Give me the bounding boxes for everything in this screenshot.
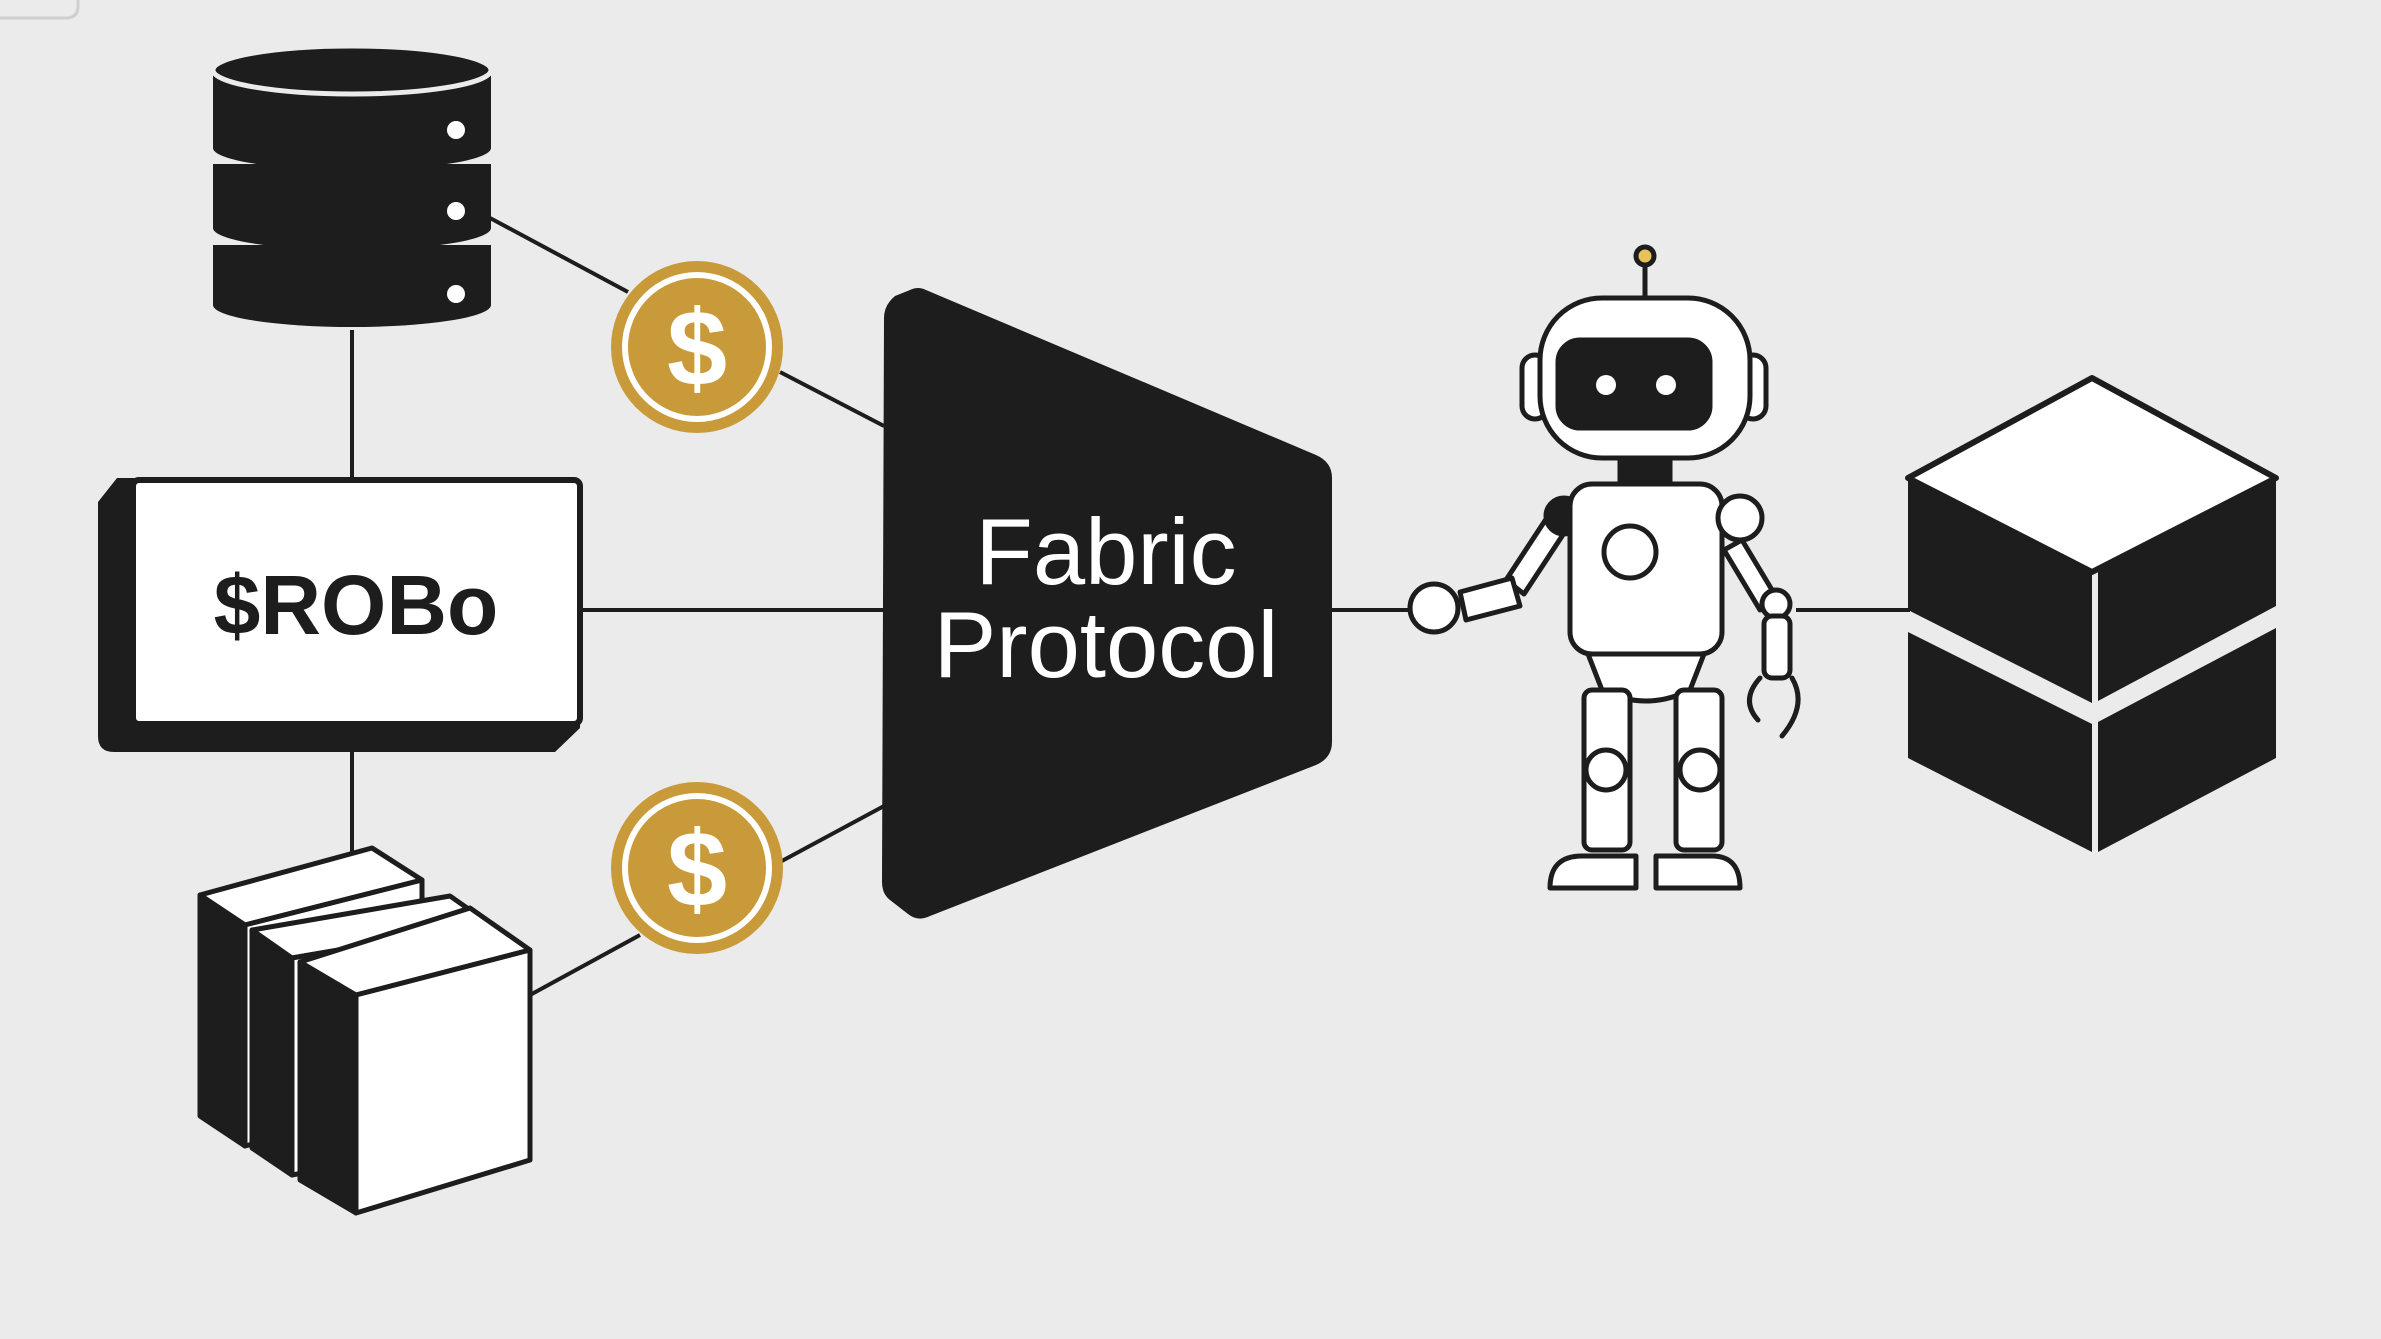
coin-inner-ring xyxy=(622,793,772,943)
cube-icon xyxy=(1905,375,2279,852)
document-stack-icon xyxy=(197,845,533,1216)
protocol-trapezoid xyxy=(882,288,1332,919)
connectors xyxy=(350,216,1910,997)
token-box: $ROBo xyxy=(98,477,583,752)
corner-fragment xyxy=(0,0,80,20)
connector-coin-bottom-protocol xyxy=(779,804,885,864)
dollar-coin-icon xyxy=(611,261,783,433)
coin-top-symbol: $ xyxy=(667,287,727,408)
protocol-title-line2: Protocol xyxy=(934,592,1279,697)
database-top-cap xyxy=(210,43,494,97)
robot-eye xyxy=(1596,375,1616,395)
connector-coin-top-protocol xyxy=(779,370,885,428)
coin-bottom-symbol: $ xyxy=(667,808,727,929)
database-led xyxy=(447,121,465,139)
database-icon xyxy=(210,43,494,327)
robot-neck xyxy=(1617,455,1673,487)
coin-bottom: $ xyxy=(611,782,783,954)
database-led xyxy=(447,202,465,220)
database-led xyxy=(447,285,465,303)
token-box-face xyxy=(130,477,583,727)
robot-knee-right xyxy=(1677,747,1723,793)
robot-antenna-tip xyxy=(1633,244,1657,268)
robot-icon xyxy=(1407,244,1801,891)
cube-face-left-lower xyxy=(1908,632,2092,852)
robot-hand-left xyxy=(1407,581,1461,635)
token-label: $ROBo xyxy=(214,558,499,652)
coin-top: $ xyxy=(611,261,783,433)
robot-foot-right xyxy=(1653,853,1743,891)
robot-eye xyxy=(1656,375,1676,395)
robot-foot-left xyxy=(1547,853,1639,891)
robot-shoulder-right xyxy=(1715,493,1765,543)
robot-gripper-right xyxy=(1747,675,1801,739)
connector-docs-coin-bottom xyxy=(529,933,641,997)
database-disk-middle xyxy=(213,164,491,250)
protocol-title-line1: Fabric xyxy=(975,499,1236,604)
robot-arm-lower-left xyxy=(1457,575,1523,623)
database-disk-top xyxy=(213,70,491,170)
connector-db-coin-top xyxy=(489,216,629,294)
robot-knee-left xyxy=(1583,747,1629,793)
cube-face-left-upper xyxy=(1908,478,2092,703)
robot-arm-lower-right xyxy=(1761,613,1793,681)
cube-face-right-upper xyxy=(2098,478,2276,701)
dollar-coin-icon xyxy=(611,782,783,954)
robot-chest-light xyxy=(1601,523,1659,581)
protocol-node: Fabric Protocol xyxy=(882,288,1332,919)
database-disk-bottom xyxy=(213,245,491,327)
coin-inner-ring xyxy=(622,272,772,422)
cube-face-right-lower xyxy=(2098,628,2276,852)
robot-visor xyxy=(1555,337,1713,431)
document-sheet xyxy=(297,905,533,1216)
